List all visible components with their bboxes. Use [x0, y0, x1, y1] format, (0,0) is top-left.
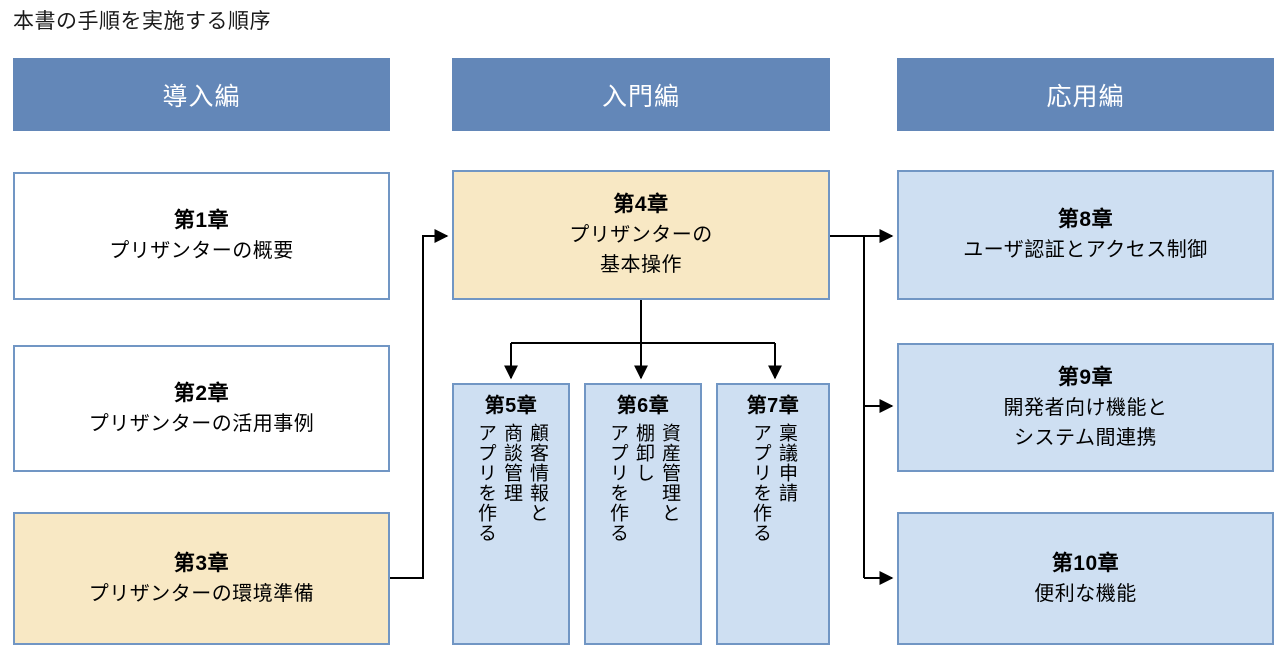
chapter-title-ch1: プリザンターの概要 [109, 240, 294, 262]
chapter-title-ch5-col2: 商談管理 [501, 423, 522, 503]
chapter-number-ch6: 第6章 [616, 395, 670, 417]
chapter-box-ch1[interactable]: 第1章 プリザンターの概要 [13, 172, 390, 300]
chapter-number-ch10: 第10章 [1051, 551, 1120, 575]
chapter-box-ch6[interactable]: 第6章 資産管理と棚卸しアプリを作る [584, 383, 702, 645]
chapter-box-ch4[interactable]: 第4章 プリザンターの 基本操作 [452, 170, 830, 300]
column-header-intro-label: 導入編 [162, 82, 241, 111]
column-header-basic: 入門編 [452, 58, 830, 131]
chapter-title-ch4-line2: 基本操作 [600, 254, 682, 276]
chapter-title-ch3: プリザンターの環境準備 [88, 582, 315, 605]
chapter-box-ch8[interactable]: 第8章 ユーザ認証とアクセス制御 [897, 170, 1274, 300]
chapter-number-ch9: 第9章 [1057, 365, 1114, 389]
chapter-title-ch5-col3: アプリを作る [475, 423, 496, 543]
chapter-title-ch2: プリザンターの活用事例 [88, 412, 315, 435]
chapter-box-ch10[interactable]: 第10章 便利な機能 [897, 512, 1274, 645]
chapter-title-ch8: ユーザ認証とアクセス制御 [963, 239, 1208, 261]
chapter-title-ch9: 開発者向け機能と システム間連携 [1004, 393, 1168, 453]
chapter-box-ch7[interactable]: 第7章 稟議申請アプリを作る [716, 383, 830, 645]
chapter-title-ch7-col1: 稟議申請 [776, 423, 797, 503]
chapter-number-ch1: 第1章 [173, 209, 230, 232]
chapter-title-ch4: プリザンターの 基本操作 [569, 220, 713, 280]
connector-ch3-to-ch4 [390, 229, 449, 579]
column-header-basic-label: 入門編 [601, 82, 680, 111]
chapter-title-ch9-line1: 開発者向け機能と [1003, 396, 1168, 419]
column-header-applied-label: 応用編 [1046, 82, 1125, 111]
chapter-number-ch7: 第7章 [746, 395, 800, 417]
chapter-box-ch5[interactable]: 第5章 顧客情報と商談管理アプリを作る [452, 383, 570, 645]
column-header-intro: 導入編 [13, 58, 390, 131]
chapter-title-ch7-col2: アプリを作る [750, 423, 771, 543]
chapter-number-ch3: 第3章 [173, 551, 230, 575]
chapter-title-ch10: 便利な機能 [1034, 582, 1137, 605]
chapter-number-ch2: 第2章 [173, 381, 230, 405]
chapter-title-ch9-line2: システム間連携 [1014, 426, 1157, 449]
chapter-title-ch6-col3: アプリを作る [607, 423, 628, 543]
chapter-box-ch9[interactable]: 第9章 開発者向け機能と システム間連携 [897, 343, 1274, 472]
column-header-applied: 応用編 [897, 58, 1274, 131]
chapter-title-ch5: 顧客情報と商談管理アプリを作る [472, 423, 550, 635]
chapter-title-ch6: 資産管理と棚卸しアプリを作る [604, 423, 682, 635]
chapter-number-ch8: 第8章 [1057, 208, 1114, 231]
chapter-title-ch4-line1: プリザンターの [569, 224, 713, 246]
chapter-number-ch4: 第4章 [613, 193, 669, 216]
chapter-box-ch2[interactable]: 第2章 プリザンターの活用事例 [13, 345, 390, 472]
chapter-title-ch6-col2: 棚卸し [633, 423, 654, 483]
chapter-title-ch7: 稟議申請アプリを作る [747, 423, 799, 635]
chapter-box-ch3[interactable]: 第3章 プリザンターの環境準備 [13, 512, 390, 645]
chapter-number-ch5: 第5章 [484, 395, 538, 417]
chapter-title-ch5-col1: 顧客情報と [527, 423, 548, 523]
chapter-title-ch6-col1: 資産管理と [659, 423, 680, 523]
page-title: 本書の手順を実施する順序 [13, 10, 271, 33]
